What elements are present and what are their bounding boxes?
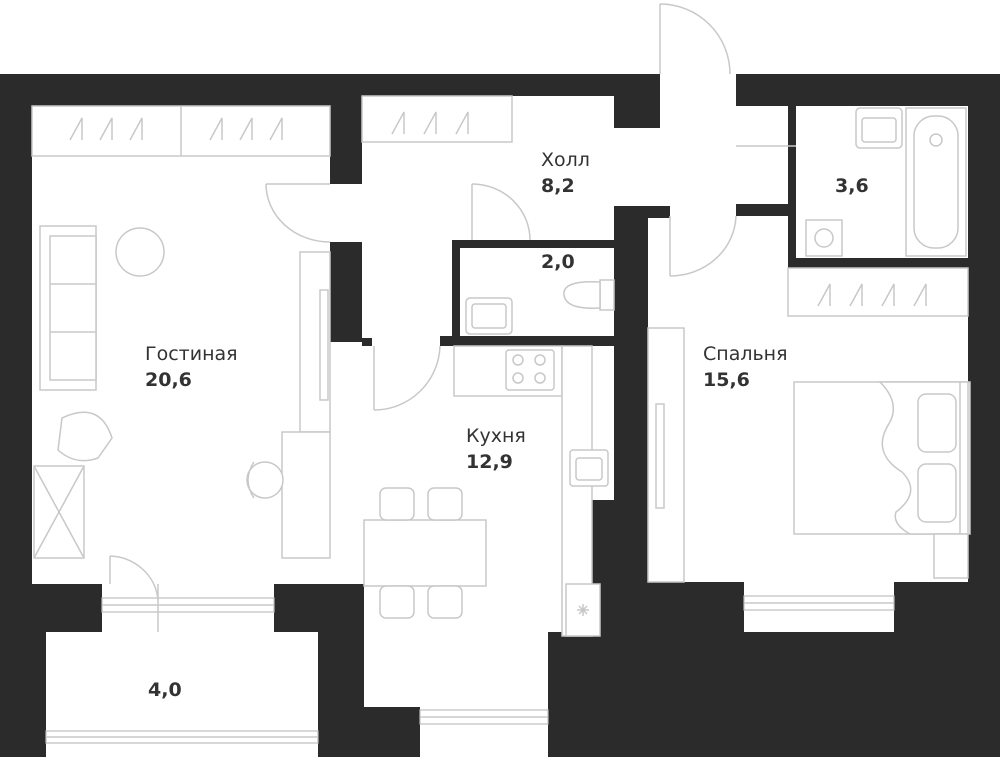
window-kitchen: [419, 709, 549, 725]
storage-box: [33, 465, 85, 559]
floor-lamp: [115, 227, 165, 277]
walls: [0, 74, 1000, 757]
living-name: Гостиная: [145, 343, 238, 365]
dining-table: [363, 519, 487, 587]
living-area: 20,6: [145, 369, 192, 391]
toilet: [563, 279, 615, 311]
nightstand: [933, 533, 969, 579]
door-living: [265, 183, 331, 243]
desk: [281, 431, 331, 559]
door-wc: [471, 183, 531, 241]
wardrobe-hall: [361, 95, 513, 143]
room-labels: Холл 8,2 3,6 2,0 Гостиная 20,6 Спальня 1…: [145, 149, 869, 701]
kitchen-area: 12,9: [466, 451, 513, 473]
windows: [45, 595, 895, 744]
balcony-area: 4,0: [148, 679, 182, 701]
bathroom-area: 3,6: [835, 175, 869, 197]
door-bedroom: [669, 215, 737, 277]
bedroom-furniture: [647, 267, 971, 583]
office-chair: [246, 461, 284, 499]
window-balcony: [45, 730, 319, 744]
sofa: [39, 225, 97, 391]
wardrobe-bedroom: [787, 267, 969, 317]
washing-machine: [805, 219, 843, 257]
bathroom-furniture: [805, 107, 967, 257]
living-room-furniture: [31, 105, 331, 559]
bathtub: [905, 107, 967, 257]
kitchen-sink: [569, 449, 609, 487]
kitchen-name: Кухня: [466, 425, 526, 447]
door-entrance: [659, 3, 796, 147]
bedroom-name: Спальня: [703, 343, 788, 365]
hall-area: 8,2: [541, 175, 575, 197]
kitchen-furniture: [363, 345, 609, 637]
bath-sink: [855, 107, 903, 149]
hall-name: Холл: [541, 149, 590, 171]
wardrobe-living: [31, 105, 331, 157]
tv-stand: [299, 251, 331, 433]
hall-furniture: [361, 95, 513, 143]
door-balcony: [109, 555, 159, 632]
window-bedroom: [743, 595, 895, 611]
cooktop: [505, 349, 555, 391]
armchair: [57, 411, 113, 462]
door-kitchen: [373, 345, 441, 411]
double-bed: [793, 381, 971, 535]
wc-furniture: [465, 279, 615, 335]
wc-sink: [465, 297, 513, 335]
doors: [109, 3, 796, 632]
dresser: [647, 327, 685, 583]
wc-area: 2,0: [541, 251, 575, 273]
window-living: [101, 597, 275, 613]
bedroom-area: 15,6: [703, 369, 750, 391]
dining-chairs: [379, 487, 463, 619]
